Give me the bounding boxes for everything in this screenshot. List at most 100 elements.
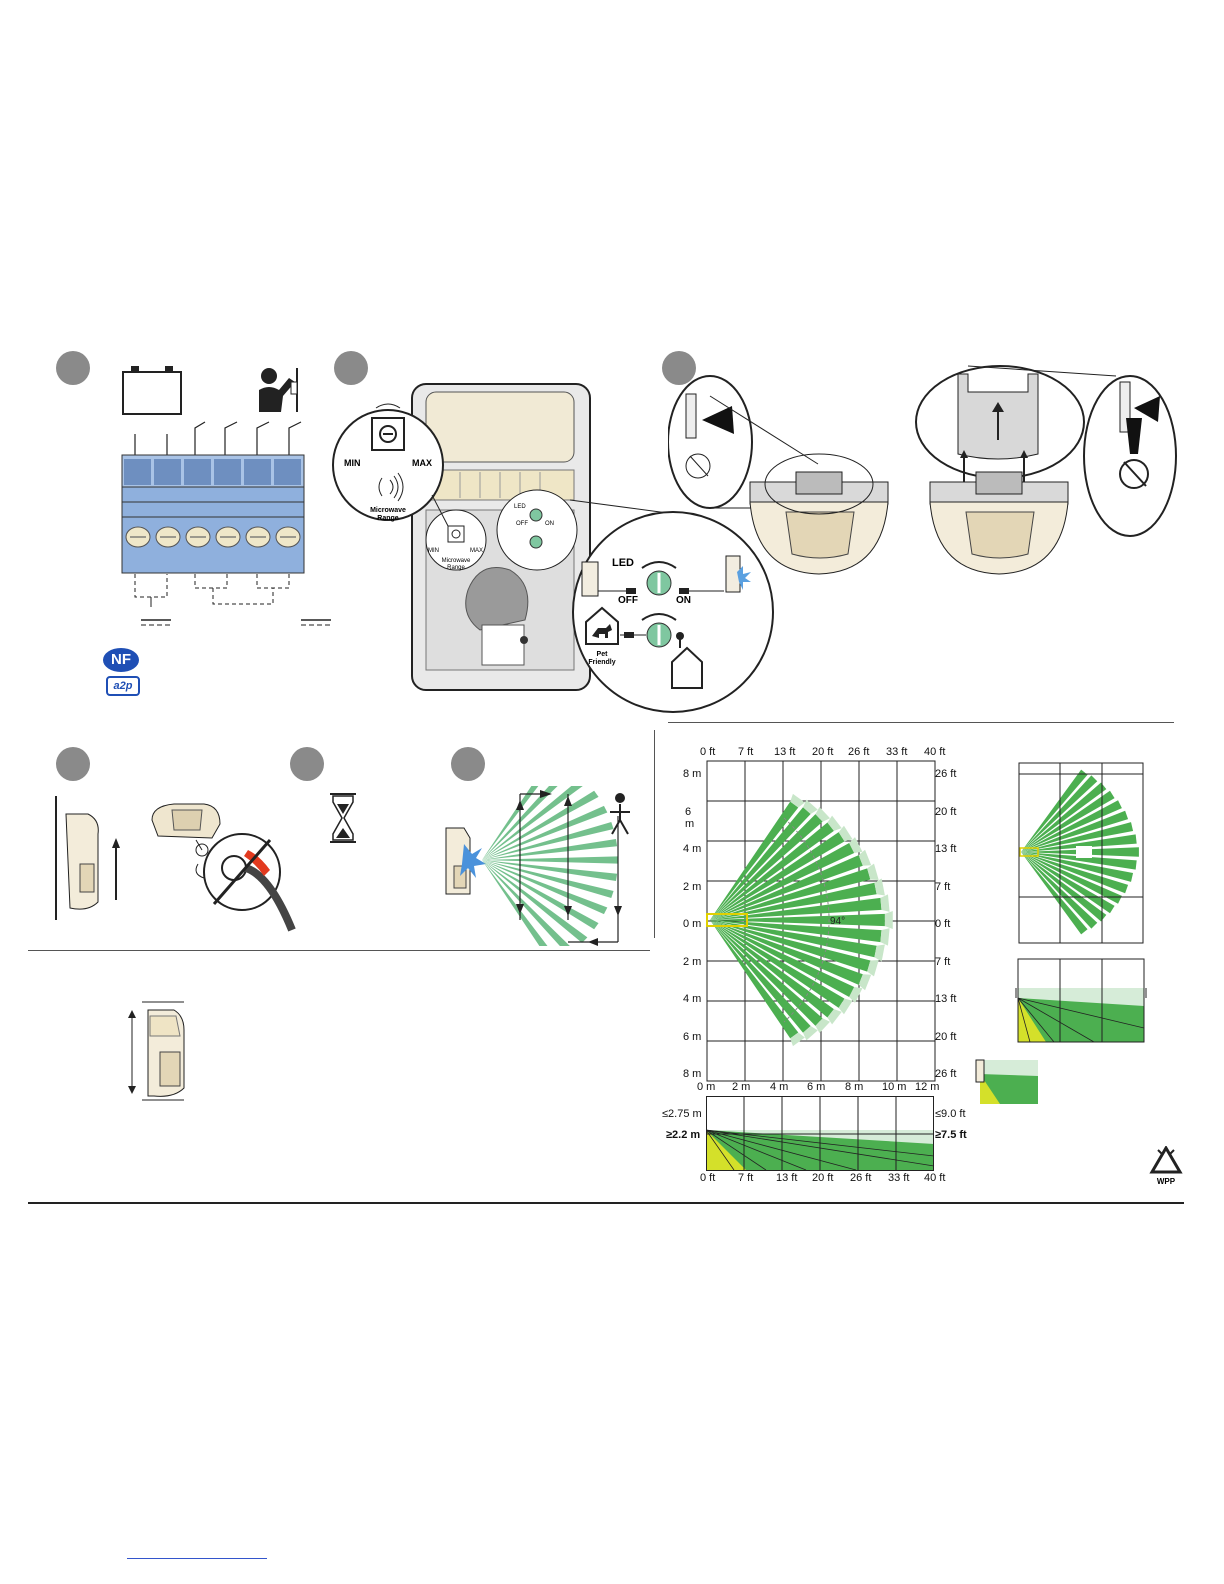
pet-coverage-ray — [1021, 852, 1115, 914]
pet-coverage-ray — [1021, 852, 1098, 929]
board-mw-title1: Microwave — [442, 558, 471, 564]
right-tick-7: 20 ft — [935, 1031, 957, 1043]
coverage-side-view-chart — [706, 1096, 935, 1171]
top-tick-2: 13 ft — [774, 746, 796, 758]
walk-test-ray — [482, 838, 618, 860]
coverage-ray — [710, 868, 871, 920]
side-tick-0: 0 ft — [700, 1172, 716, 1184]
coverage-ray — [710, 920, 834, 1018]
coverage-ray — [710, 814, 823, 920]
right-tick-8: 26 ft — [935, 1068, 957, 1080]
pet-coverage-ray — [1021, 790, 1115, 852]
footer-link-underline[interactable] — [127, 1558, 267, 1559]
top-tick-3: 20 ft — [812, 746, 834, 758]
zoom-pet-label-1: Pet — [597, 651, 609, 658]
right-tick-1: 20 ft — [935, 806, 957, 818]
coverage-ray — [710, 920, 823, 1026]
coverage-ray — [710, 801, 799, 920]
coverage-ray-tip — [815, 806, 831, 822]
board-on-label: ON — [545, 521, 554, 527]
coverage-ray-tip — [867, 960, 879, 977]
coverage-top-view-chart: 94° — [706, 760, 936, 1082]
coverage-ray — [710, 822, 834, 920]
pet-coverage-ray — [1021, 852, 1129, 894]
coverage-ray — [710, 913, 885, 927]
coverage-ray — [710, 920, 811, 1033]
coverage-ray-tip — [858, 974, 872, 991]
coverage-ray-tip — [858, 849, 872, 866]
zoom-pet-label-2: Friendly — [588, 659, 615, 666]
right-tick-6: 13 ft — [935, 993, 957, 1005]
right-tick-0: 26 ft — [935, 768, 957, 780]
lens-assembly-diagram — [668, 365, 1177, 575]
board-min-label: MIN — [428, 548, 439, 554]
bottom-tick-5: 10 m — [882, 1081, 907, 1093]
coverage-ray — [710, 843, 855, 920]
board-led-label: LED — [514, 504, 526, 510]
side-tick-3: 20 ft — [812, 1172, 834, 1184]
left-tick-6: 4 m — [683, 993, 702, 1005]
coverage-ray — [710, 920, 871, 972]
walk-test-ray — [482, 860, 588, 943]
coverage-ray-tip — [803, 799, 818, 814]
bottom-tick-1: 2 m — [732, 1081, 751, 1093]
callout-max-label: MAX — [412, 458, 432, 468]
right-tick-4: 0 ft — [935, 918, 951, 930]
step-marker-4 — [56, 747, 90, 781]
coverage-ray-tip — [874, 878, 885, 896]
left-tick-1a: 6 — [685, 806, 692, 818]
zoom-led-label: LED — [612, 557, 634, 569]
step-marker-2 — [334, 351, 368, 385]
mounting-height-mini-diagram — [975, 1059, 1038, 1104]
coverage-top-axis: 0 ft 7 ft 13 ft 20 ft 26 ft 33 ft 40 ft — [698, 746, 958, 760]
pet-coverage-ray — [1021, 852, 1137, 870]
divider-mid-right — [668, 722, 1174, 723]
pet-coverage-ray — [1021, 822, 1134, 852]
coverage-ray — [710, 882, 877, 920]
walk-test-ray — [482, 790, 599, 860]
coverage-ray — [710, 920, 799, 1039]
coverage-ray-tip — [827, 1009, 842, 1025]
side-right-bot-label: ≥7.5 ft — [935, 1129, 967, 1141]
bottom-tick-6: 12 m — [915, 1081, 940, 1093]
coverage-ray-tip — [827, 815, 842, 831]
pet-coverage-ray — [1021, 852, 1122, 904]
dimensions-diagram — [128, 1001, 185, 1101]
top-tick-1: 7 ft — [738, 746, 754, 758]
coverage-right-axis: 26 ft 20 ft 13 ft 7 ft 0 ft 7 ft 13 ft 2… — [935, 766, 979, 1086]
divider-vertical — [654, 730, 655, 938]
side-tick-6: 40 ft — [924, 1172, 946, 1184]
bottom-tick-4: 8 m — [845, 1081, 864, 1093]
coverage-ray — [710, 897, 882, 920]
walk-test-ray — [482, 805, 608, 860]
coverage-ray-tip — [815, 1018, 831, 1034]
walk-test-ray — [482, 856, 618, 864]
pet-coverage-ray — [1021, 800, 1122, 852]
coverage-ray — [710, 920, 855, 997]
walk-test-ray — [482, 860, 608, 915]
top-tick-6: 40 ft — [924, 746, 946, 758]
side-left-top-label: ≤2.75 m — [662, 1108, 702, 1120]
right-tick-3: 7 ft — [935, 881, 951, 893]
left-tick-0: 8 m — [683, 768, 702, 780]
callout-min-label: MIN — [344, 458, 361, 468]
callout-mw-title1: Microwave — [370, 507, 406, 514]
mounting-diagram — [55, 796, 296, 932]
bottom-tick-0: 0 m — [697, 1081, 716, 1093]
wpp-recycle-logo: WPP — [1149, 1146, 1183, 1186]
coverage-ray-tip — [838, 825, 853, 842]
installer-figure-icon — [259, 368, 298, 412]
coverage-angle-label: 94° — [830, 916, 845, 927]
pet-top-view-chart — [1018, 762, 1144, 944]
pet-coverage-ray — [1021, 810, 1129, 852]
right-tick-5: 7 ft — [935, 956, 951, 968]
coverage-ray-tip — [849, 987, 863, 1003]
left-tick-1b: m — [685, 818, 695, 830]
pet-coverage-ray — [1021, 775, 1098, 852]
coverage-ray-tip — [803, 1026, 818, 1041]
left-tick-7: 6 m — [683, 1031, 702, 1043]
coverage-ray — [710, 807, 811, 920]
side-bottom-axis: 0 ft 7 ft 13 ft 20 ft 26 ft 33 ft 40 ft — [698, 1172, 958, 1186]
left-tick-5: 2 m — [683, 956, 702, 968]
pet-coverage-ray — [1021, 769, 1088, 852]
